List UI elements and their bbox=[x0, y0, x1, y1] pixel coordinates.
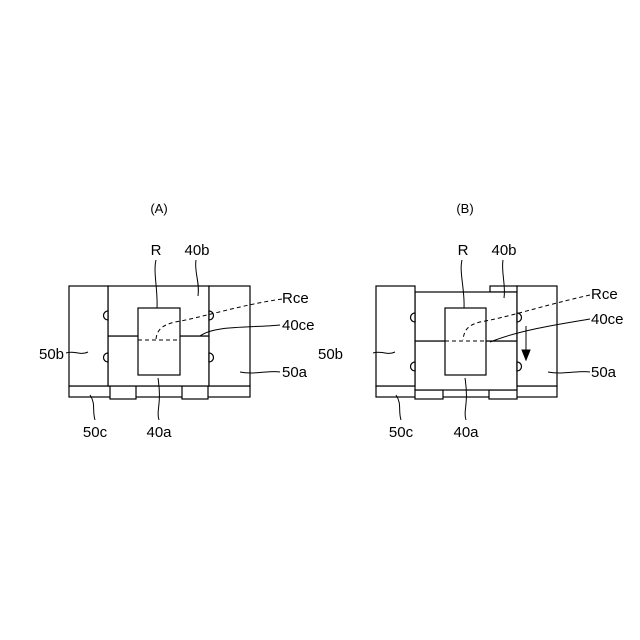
notch-right-lower bbox=[209, 353, 214, 362]
foot-right bbox=[489, 390, 517, 399]
notch-left-upper bbox=[411, 313, 416, 322]
label-40a: 40a bbox=[146, 424, 172, 441]
notch-left-lower bbox=[411, 362, 416, 371]
side-block-50b bbox=[69, 286, 108, 386]
label-rce: Rce bbox=[591, 286, 618, 303]
notch-right-upper bbox=[209, 311, 214, 320]
side-block-50a bbox=[209, 286, 250, 386]
label-40a: 40a bbox=[453, 424, 479, 441]
foot-left bbox=[415, 390, 443, 399]
label-40ce: 40ce bbox=[282, 317, 315, 334]
resistor-r bbox=[138, 308, 180, 375]
label-50c: 50c bbox=[389, 424, 414, 441]
label-40b: 40b bbox=[184, 242, 209, 259]
notch-left-upper bbox=[104, 311, 109, 320]
label-r: R bbox=[458, 242, 469, 259]
side-block-50b bbox=[376, 286, 415, 386]
notch-right-upper bbox=[517, 313, 522, 322]
label-rce: Rce bbox=[282, 290, 309, 307]
figure-a: (A) R 40b Rce 40c bbox=[39, 201, 315, 441]
foot-right bbox=[182, 386, 208, 399]
resistor-r bbox=[445, 308, 486, 375]
leader-50c bbox=[396, 395, 401, 420]
label-50b: 50b bbox=[318, 346, 343, 363]
label-50a: 50a bbox=[282, 364, 308, 381]
notch-right-lower bbox=[517, 362, 522, 371]
label-50b: 50b bbox=[39, 346, 64, 363]
label-50a: 50a bbox=[591, 364, 617, 381]
label-50c: 50c bbox=[83, 424, 108, 441]
figure-b-caption: (B) bbox=[456, 201, 473, 216]
label-r: R bbox=[151, 242, 162, 259]
label-40ce: 40ce bbox=[591, 311, 624, 328]
foot-left bbox=[110, 386, 136, 399]
leader-50c bbox=[90, 395, 95, 420]
side-block-50a bbox=[517, 286, 557, 386]
figure-b: (B) R bbox=[318, 201, 624, 441]
figure-a-caption: (A) bbox=[150, 201, 167, 216]
notch-left-lower bbox=[104, 353, 109, 362]
label-40b: 40b bbox=[491, 242, 516, 259]
